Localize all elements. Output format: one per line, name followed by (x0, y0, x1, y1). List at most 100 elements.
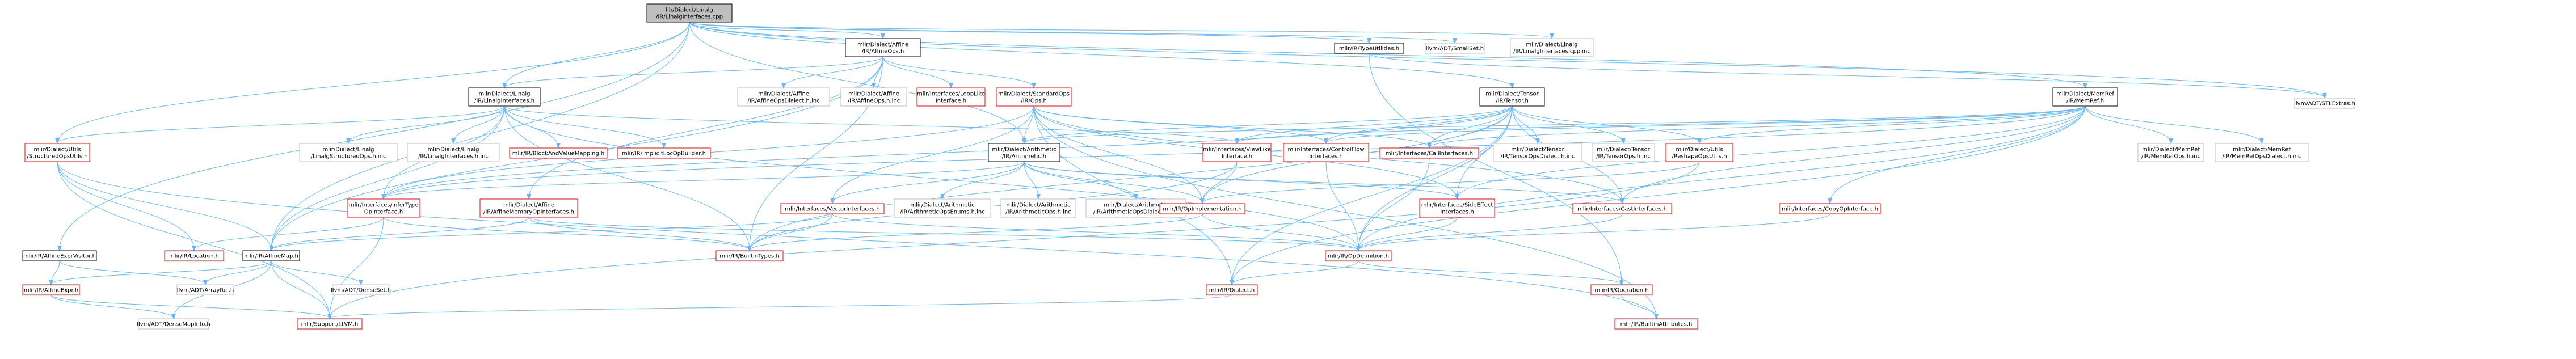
node-box-builtintypes (715, 250, 784, 261)
node-utils[interactable]: mlir/Dialect/Utils/StructuredOpsUtils.h (24, 143, 90, 162)
edge-vectorif-to-affmap (271, 213, 833, 250)
edge-stdops-to-arith (1024, 105, 1034, 143)
node-box-densemapinfo (138, 318, 209, 330)
edge-affmap-to-denseset (271, 260, 361, 284)
edge-memref-to-copyop (1830, 105, 2086, 203)
node-label-affexpr-line-0: mlir/IR/AffineExpr.h (24, 288, 78, 294)
edge-infertype-to-supportllvm (330, 217, 384, 318)
edge-root-to-tensor (689, 22, 1512, 87)
node-label-linalgif-line-0: mlir/Dialect/Linalg (478, 91, 530, 98)
edge-memref-to-dialect (1232, 105, 2086, 284)
node-denseset: llvm/ADT/DenseSet.h (331, 284, 391, 295)
node-label-tensor-line-0: mlir/Dialect/Tensor (1485, 91, 1539, 98)
node-label-tensorops_inc-line-0: mlir/Dialect/Tensor (1511, 147, 1564, 153)
edge-arith-to-arithenums_inc (942, 161, 1025, 198)
node-arith[interactable]: mlir/Dialect/Arithmetic/IR/Arithmetic.h (988, 143, 1060, 162)
node-box-vectorif (780, 203, 885, 214)
edge-utils-to-builtinattrs (57, 161, 1656, 318)
node-affineops[interactable]: mlir/Dialect/Affine/IR/AffineOps.h (845, 38, 921, 57)
node-location[interactable]: mlir/IR/Location.h (164, 250, 224, 261)
node-affmap[interactable]: mlir/IR/AffineMap.h (242, 250, 300, 261)
node-root[interactable]: lib/Dialect/Linalg/IR/LinalgInterfaces.c… (646, 3, 733, 23)
edge-tensor-to-builtintypes (750, 105, 1513, 250)
node-implicitloc[interactable]: mlir/IR/ImplicitLocOpBuilder.h (617, 147, 711, 159)
node-box-castif (1572, 203, 1672, 214)
node-affmem[interactable]: mlir/Dialect/Affine/IR/AffineMemoryOpInt… (479, 198, 578, 218)
edge-memref-to-reshape (1699, 105, 2086, 143)
node-label-reshape-line-0: mlir/Dialect/Utils (1676, 147, 1723, 153)
node-builtinattrs[interactable]: mlir/IR/BuiltinAttributes.h (1614, 318, 1698, 330)
node-copyop[interactable]: mlir/Interfaces/CopyOpInterface.h (1779, 203, 1881, 214)
node-label-memrefops_inc-line-1: /IR/MemRefOps.h.inc (2141, 154, 2200, 160)
edge-utils-to-affmap (57, 161, 271, 250)
node-label-affmap-line-0: mlir/IR/AffineMap.h (244, 254, 298, 260)
edge-tensor-to-opdef (1358, 105, 1513, 250)
edge-linalgif-to-opdef (504, 105, 1358, 250)
node-label-arith-line-0: mlir/Dialect/Arithmetic (992, 147, 1056, 153)
node-supportllvm[interactable]: mlir/Support/LLVM.h (297, 318, 363, 330)
node-typeutil[interactable]: mlir/IR/TypeUtilities.h (1334, 43, 1404, 54)
node-memref[interactable]: mlir/Dialect/MemRef/IR/MemRef.h (2052, 87, 2118, 107)
edge-memref-to-castif (1622, 105, 2086, 203)
node-densemapinfo: llvm/ADT/DenseMapInfo.h (137, 318, 211, 330)
node-operation[interactable]: mlir/IR/Operation.h (1590, 284, 1653, 295)
node-label-location-line-0: mlir/IR/Location.h (169, 254, 219, 260)
node-linalgif[interactable]: mlir/Dialect/Linalg/IR/LinalgInterfaces.… (468, 87, 541, 107)
node-box-linstruct_inc (299, 143, 398, 162)
node-box-root (646, 3, 733, 23)
node-affexpr[interactable]: mlir/IR/AffineExpr.h (22, 284, 80, 295)
edge-linalgif-to-affmap (271, 105, 505, 250)
node-dialect[interactable]: mlir/IR/Dialect.h (1206, 284, 1258, 295)
node-label-supportllvm-line-0: mlir/Support/LLVM.h (301, 322, 359, 328)
node-tensor[interactable]: mlir/Dialect/Tensor/IR/Tensor.h (1479, 87, 1545, 107)
node-label-memrefdial_inc-line-1: /IR/MemRefOpsDialect.h.inc (2222, 154, 2301, 160)
node-box-arith (988, 143, 1060, 162)
node-box-affineops (845, 38, 921, 57)
node-label-affops_inc-line-0: mlir/Dialect/Affine (848, 91, 899, 98)
node-label-arithops_inc-line-1: /IR/ArithmeticOps.h.inc (1005, 209, 1071, 216)
node-builtintypes[interactable]: mlir/IR/BuiltinTypes.h (715, 250, 784, 261)
edge-affmem-to-affmap (271, 217, 529, 250)
edge-tensor-to-infertype (384, 105, 1513, 198)
node-affexprvisitor[interactable]: mlir/IR/AffineExprVisitor.h (22, 250, 97, 261)
edge-infertype-to-builtintypes (383, 217, 750, 250)
node-callif[interactable]: mlir/Interfaces/CallInterfaces.h (1379, 147, 1479, 159)
node-opimpl[interactable]: mlir/IR/OpImplementation.h (1159, 203, 1245, 214)
node-vectorif[interactable]: mlir/Interfaces/VectorInterfaces.h (780, 203, 885, 214)
edge-tensor-to-reshape (1512, 105, 1699, 143)
node-reshape[interactable]: mlir/Dialect/Utils/ReshapeOpsUtils.h (1665, 143, 1733, 162)
edge-affineops-to-looplike (882, 56, 951, 87)
edge-memref-to-memrefops_inc (2085, 105, 2171, 143)
node-opdef[interactable]: mlir/IR/OpDefinition.h (1325, 250, 1392, 261)
node-box-arrayref (176, 284, 234, 295)
node-label-typeutil-line-0: mlir/IR/TypeUtilities.h (1339, 46, 1399, 52)
node-label-arith-line-1: /IR/Arithmetic.h (1002, 154, 1046, 160)
node-memrefdial_inc: mlir/Dialect/MemRef/IR/MemRefOpsDialect.… (2215, 143, 2309, 162)
edge-tensor-to-controlflow (1326, 105, 1513, 143)
node-label-controlflow-line-1: Interfaces.h (1309, 154, 1343, 160)
node-box-memref (2052, 87, 2118, 107)
node-tensorops_inc: mlir/Dialect/Tensor/IR/TensorOpsDialect.… (1493, 143, 1582, 162)
edge-stdops-to-callif (1033, 105, 1429, 147)
node-label-affmem-line-1: /IR/AffineMemoryOpInterfaces.h (483, 209, 574, 216)
node-label-reshape-line-1: /ReshapeOpsUtils.h (1672, 154, 1727, 160)
node-castif[interactable]: mlir/Interfaces/CastInterfaces.h (1572, 203, 1672, 214)
node-box-blockarg (509, 147, 608, 159)
edge-root-to-stlextras (689, 22, 2325, 98)
node-box-affexpr (22, 284, 80, 295)
edge-reshape-to-opimpl (1202, 161, 1700, 203)
node-label-tensorops_h_inc-line-0: mlir/Dialect/Tensor (1597, 147, 1650, 153)
edge-affexprvisitor-to-arrayref (59, 260, 205, 284)
node-label-operation-line-0: mlir/IR/Operation.h (1594, 288, 1648, 294)
node-blockarg[interactable]: mlir/IR/BlockAndValueMapping.h (509, 147, 608, 159)
edge-linalgif-to-viewlike (504, 105, 1237, 143)
node-label-affineops-line-0: mlir/Dialect/Affine (857, 42, 908, 48)
edge-memref-to-arith (1024, 105, 2086, 143)
node-label-memrefdial_inc-line-0: mlir/Dialect/MemRef (2233, 147, 2291, 153)
node-stdops[interactable]: mlir/Dialect/StandardOps/IR/Ops.h (996, 87, 1072, 107)
